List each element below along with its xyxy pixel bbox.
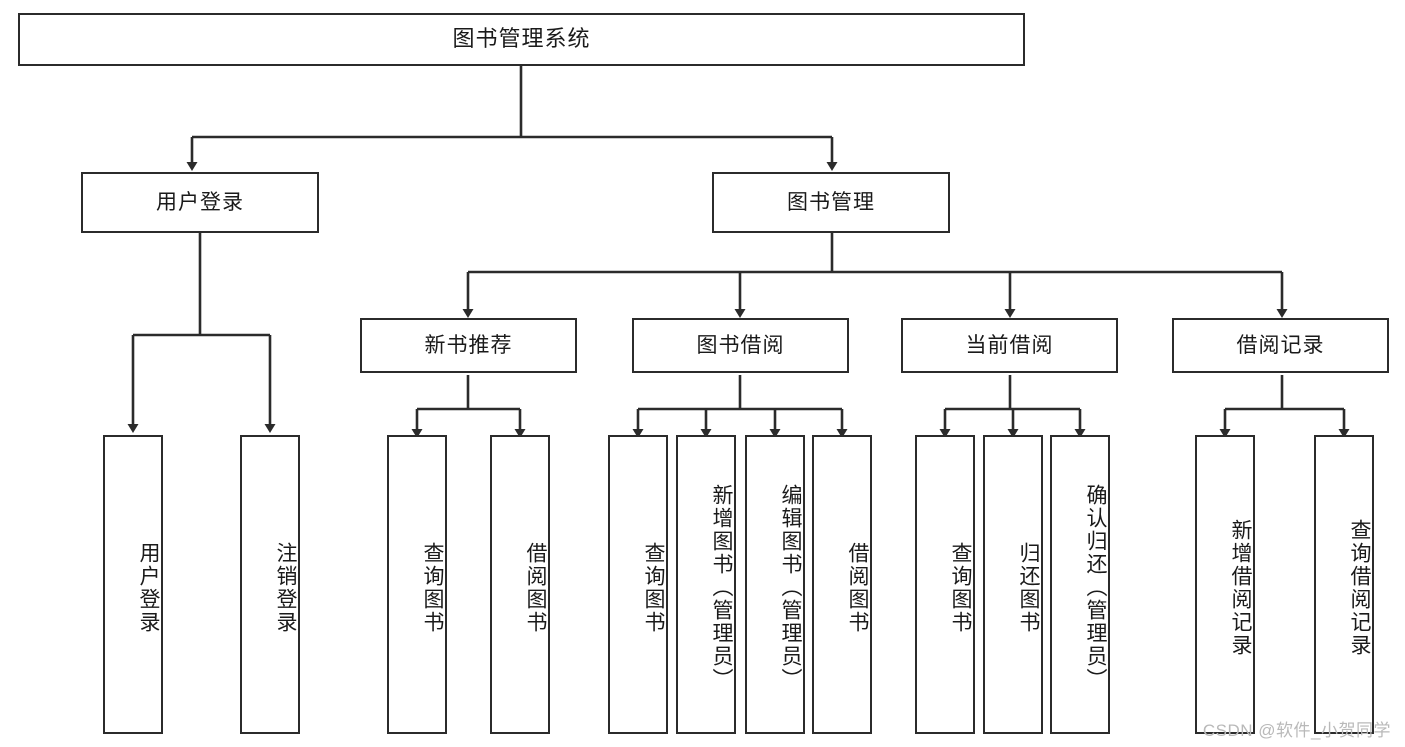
- node-root-system[interactable]: 图书管理系统: [18, 13, 1025, 66]
- leaf-user-login[interactable]: 用户登录: [103, 435, 163, 734]
- leaf-query-book-borrow[interactable]: 查询图书: [608, 435, 668, 734]
- node-book-borrow[interactable]: 图书借阅: [632, 318, 849, 373]
- node-borrow-record[interactable]: 借阅记录: [1172, 318, 1389, 373]
- leaf-query-borrow-record[interactable]: 查询借阅记录: [1314, 435, 1374, 734]
- leaf-confirm-return-admin[interactable]: 确认归还（管理员）: [1050, 435, 1110, 734]
- leaf-borrow-book[interactable]: 借阅图书: [812, 435, 872, 734]
- leaf-add-borrow-record[interactable]: 新增借阅记录: [1195, 435, 1255, 734]
- watermark-text: CSDN @软件_小贺同学: [1202, 721, 1391, 740]
- leaf-user-logout[interactable]: 注销登录: [240, 435, 300, 734]
- node-new-book-recommend[interactable]: 新书推荐: [360, 318, 577, 373]
- leaf-query-book-recommend[interactable]: 查询图书: [387, 435, 447, 734]
- leaf-borrow-book-recommend[interactable]: 借阅图书: [490, 435, 550, 734]
- node-book-manage[interactable]: 图书管理: [712, 172, 950, 233]
- leaf-add-book-admin[interactable]: 新增图书（管理员）: [676, 435, 736, 734]
- node-user-login[interactable]: 用户登录: [81, 172, 319, 233]
- leaf-return-book[interactable]: 归还图书: [983, 435, 1043, 734]
- node-current-borrow[interactable]: 当前借阅: [901, 318, 1118, 373]
- leaf-edit-book-admin[interactable]: 编辑图书（管理员）: [745, 435, 805, 734]
- leaf-query-book-current[interactable]: 查询图书: [915, 435, 975, 734]
